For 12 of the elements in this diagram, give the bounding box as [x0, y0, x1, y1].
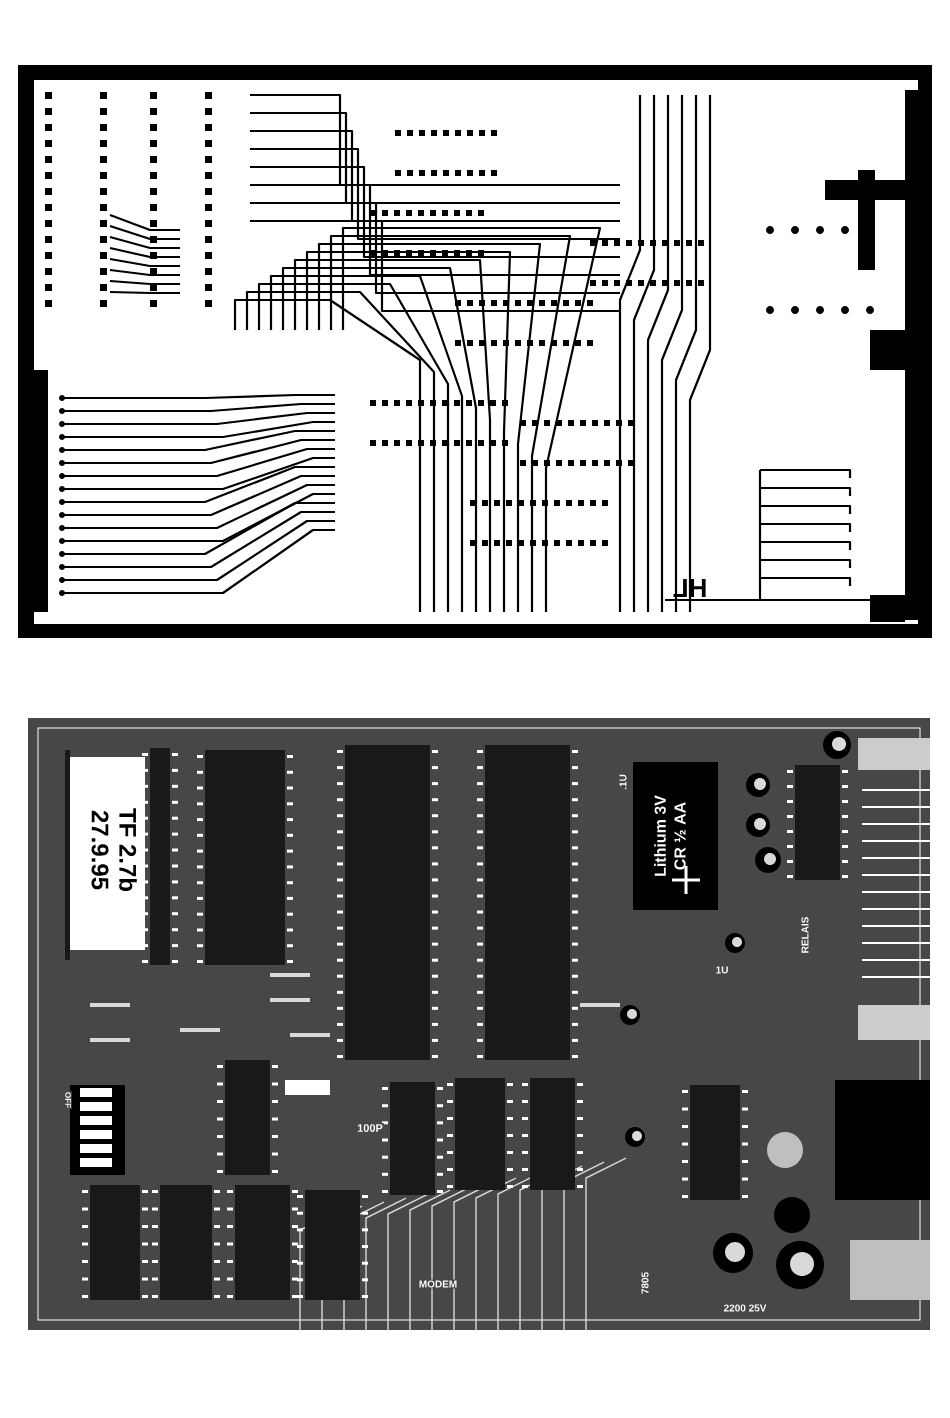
- silkscreen-text: 100P: [356, 1123, 384, 1133]
- silkscreen-text: .1U: [618, 773, 628, 791]
- silkscreen-text: 1U: [714, 965, 730, 975]
- handwritten-note: TF 2.7b: [119, 808, 137, 891]
- silkscreen-text: MODEM: [417, 1279, 459, 1289]
- battery-label: CR ½ AA: [674, 802, 686, 870]
- battery-label: Lithium 3V: [654, 795, 666, 876]
- handwritten-note: 27.9.95: [91, 810, 109, 890]
- silkscreen-text: RELAIS: [800, 915, 810, 955]
- silkscreen-text: OFF: [64, 1091, 72, 1109]
- silkscreen-text: 2200 25V: [722, 1303, 768, 1313]
- silkscreen-text: 7805: [640, 1270, 650, 1296]
